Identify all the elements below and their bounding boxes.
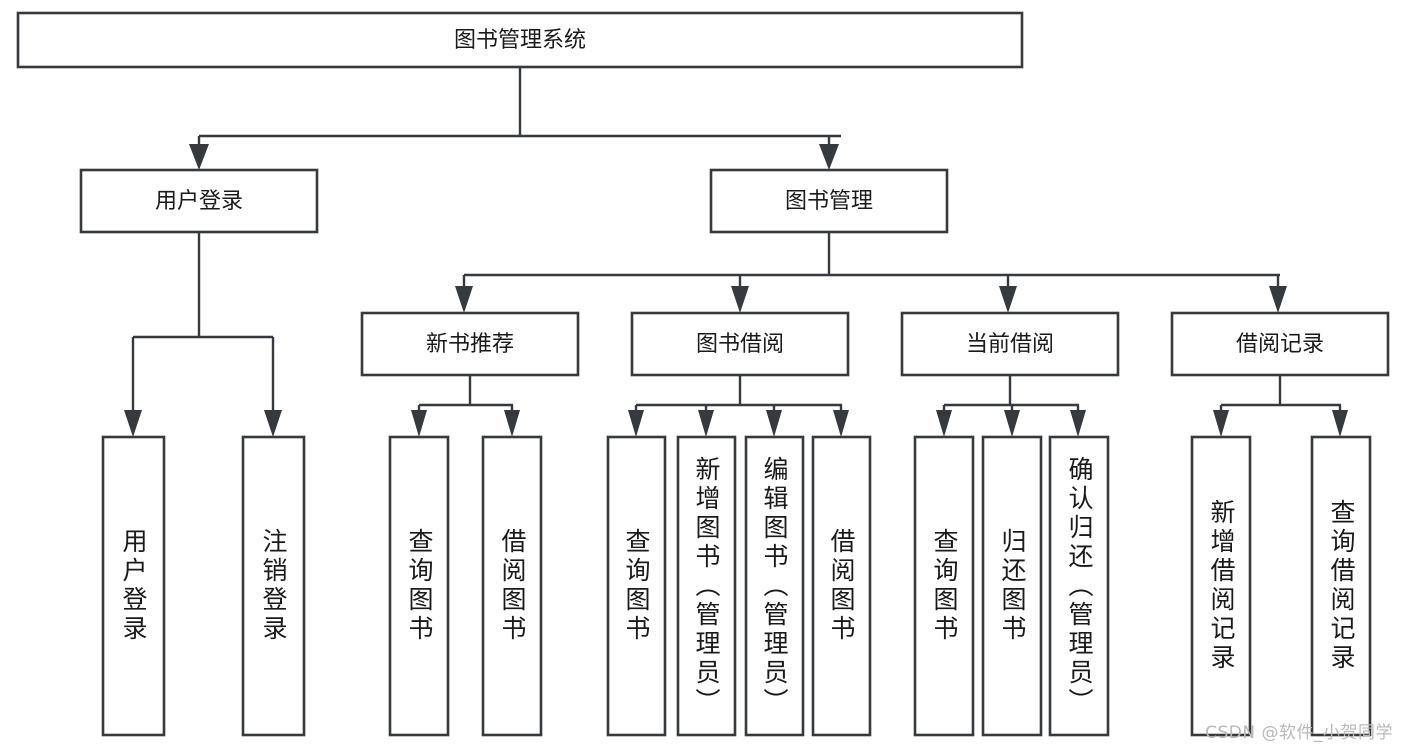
leaf-query-book-2-box[interactable] [606, 435, 667, 737]
node-current-borrow[interactable]: 当前借阅 [900, 311, 1120, 377]
leaf-user-logout-box[interactable] [241, 435, 306, 737]
node-book-borrow[interactable]: 图书借阅 [630, 311, 850, 377]
node-new-book-recommend-box[interactable] [360, 311, 580, 377]
leaf-query-book-1-box[interactable] [388, 435, 450, 737]
arrowhead-layer [124, 144, 1348, 437]
node-borrow-record-box[interactable] [1170, 311, 1390, 377]
leaf-query-book-1-label: 查询图书 [405, 528, 434, 644]
leaf-confirm-return-box[interactable] [1048, 435, 1110, 737]
node-root-box[interactable] [16, 11, 1024, 69]
leaf-layer [101, 435, 1372, 737]
node-borrow-record-label: 借阅记录 [1236, 332, 1324, 357]
node-book-manage-label: 图书管理 [785, 189, 873, 214]
leaf-user-login-box[interactable] [101, 435, 166, 737]
arrow-to-user-login [189, 144, 209, 170]
leaf-borrow-book-2-label: 借阅图书 [827, 528, 856, 644]
node-root-label: 图书管理系统 [454, 28, 586, 53]
leaf-query-book-2-label: 查询图书 [622, 528, 651, 644]
arrow-to-leaf-query-book-3 [936, 410, 952, 437]
arrow-to-book-manage [819, 144, 839, 170]
node-user-login-label: 用户登录 [155, 189, 243, 214]
node-borrow-record[interactable]: 借阅记录 [1170, 311, 1390, 377]
node-current-borrow-box[interactable] [900, 311, 1120, 377]
leaf-query-book-3-label: 查询图书 [930, 528, 959, 644]
csdn-watermark: CSDN @软件_小贺同学 [1205, 723, 1393, 743]
leaf-query-record-label: 查询借阅记录 [1327, 499, 1356, 673]
arrow-to-leaf-borrow-book-1 [504, 410, 520, 437]
node-new-book-recommend[interactable]: 新书推荐 [360, 311, 580, 377]
arrow-to-leaf-confirm-return [1070, 410, 1086, 437]
node-user-login-box[interactable] [79, 168, 319, 234]
node-current-borrow-label: 当前借阅 [966, 332, 1054, 357]
leaf-user-login-label: 用户登录 [119, 528, 148, 644]
leaf-return-book-label: 归还图书 [998, 528, 1027, 644]
arrow-to-leaf-user-login [124, 410, 142, 437]
leaf-query-record-box[interactable] [1310, 435, 1372, 737]
leaf-borrow-book-1-label: 借阅图书 [498, 528, 527, 644]
arrow-to-leaf-query-record [1332, 410, 1348, 437]
arrow-to-borrow-record [1269, 286, 1287, 313]
arrow-to-leaf-add-record [1213, 410, 1229, 437]
leaf-query-book-3-box[interactable] [913, 435, 975, 737]
leaf-add-book-box[interactable] [676, 435, 737, 737]
arrow-to-leaf-edit-book [766, 410, 782, 437]
node-root[interactable]: 图书管理系统 [16, 11, 1024, 69]
node-book-borrow-label: 图书借阅 [696, 332, 784, 357]
node-book-manage-box[interactable] [709, 168, 949, 234]
leaf-borrow-book-1-box[interactable] [481, 435, 543, 737]
arrow-to-book-borrow [731, 286, 749, 313]
arrow-to-leaf-user-logout [264, 410, 282, 437]
arrow-to-new-book-recommend [455, 286, 473, 313]
arrow-to-leaf-add-book [698, 410, 714, 437]
leaf-edit-book-label: 编辑图书（管理员） [760, 455, 789, 717]
leaf-user-logout-label: 注销登录 [259, 528, 288, 644]
leaf-edit-book-box[interactable] [744, 435, 805, 737]
leaf-add-record-box[interactable] [1190, 435, 1252, 737]
leaf-borrow-book-2-box[interactable] [811, 435, 872, 737]
arrow-to-current-borrow [999, 286, 1017, 313]
arrow-to-leaf-return-book [1004, 410, 1020, 437]
node-book-manage[interactable]: 图书管理 [709, 168, 949, 234]
leaf-return-book-box[interactable] [981, 435, 1043, 737]
arrow-to-leaf-query-book-1 [411, 410, 427, 437]
node-user-login[interactable]: 用户登录 [79, 168, 319, 234]
leaf-confirm-return-label: 确认归还（管理员） [1065, 455, 1094, 717]
arrow-to-leaf-borrow-book-2 [833, 410, 849, 437]
arrow-to-leaf-query-book-2 [628, 410, 644, 437]
node-book-borrow-box[interactable] [630, 311, 850, 377]
leaf-add-record-label: 新增借阅记录 [1207, 499, 1236, 673]
node-new-book-recommend-label: 新书推荐 [426, 332, 514, 357]
leaf-add-book-label: 新增图书（管理员） [692, 455, 721, 717]
